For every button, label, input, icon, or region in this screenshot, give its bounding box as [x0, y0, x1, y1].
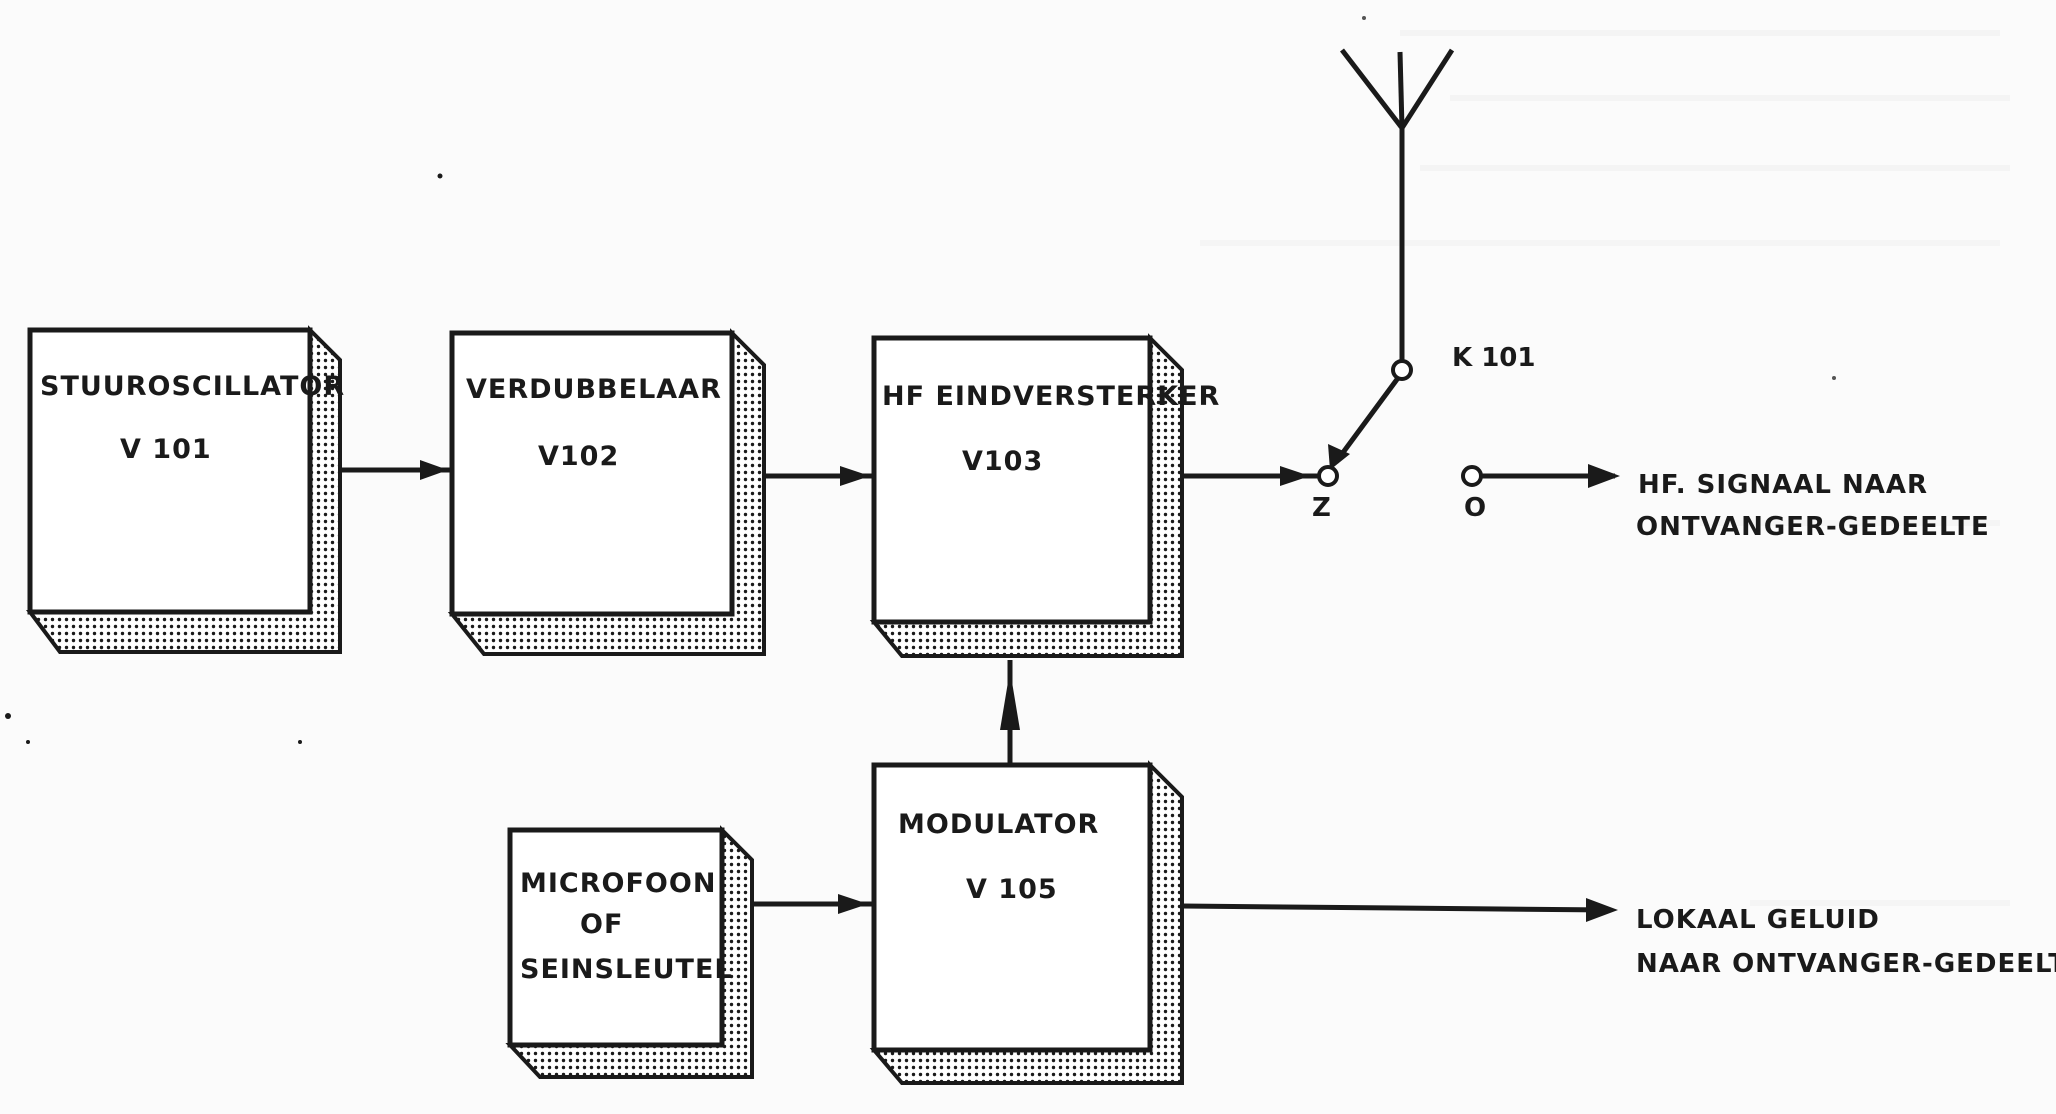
arrow-modulator-to-output — [1181, 898, 1618, 922]
scan-specks — [5, 16, 1836, 744]
arrow-modulator-to-eindversterker — [1000, 660, 1020, 765]
block-code: V 105 — [966, 874, 1058, 905]
arrow-switch-to-hf-output — [1481, 464, 1620, 488]
block-hf-eindversterker: HF EINDVERSTERKER V103 — [869, 333, 1220, 658]
switch-k101: K 101 Z O — [1312, 343, 1535, 523]
block-face — [507, 827, 725, 1048]
block-title: STUUROSCILLATOR — [40, 371, 345, 402]
block-verdubbelaar: VERDUBBELAAR V102 — [447, 328, 766, 656]
switch-pivot — [1391, 359, 1413, 381]
block-face — [871, 335, 1153, 625]
block-microfoon: MICROFOON OF SEINSLEUTEL — [505, 825, 754, 1079]
block-code: V102 — [538, 441, 619, 472]
terminal-z-label: Z — [1312, 493, 1331, 523]
output-hf-line1: HF. SIGNAAL NAAR — [1638, 470, 1928, 500]
output-hf-signal: HF. SIGNAAL NAAR ONTVANGER-GEDEELTE — [1636, 470, 1990, 542]
switch-lever — [1333, 376, 1401, 464]
output-lokaal-line1: LOKAAL GELUID — [1636, 905, 1880, 935]
block-title: MODULATOR — [898, 809, 1099, 840]
block-title-line3: SEINSLEUTEL — [520, 954, 733, 985]
arrow-stuur-to-verdubbelaar — [340, 460, 452, 480]
output-lokaal-geluid: LOKAAL GELUID NAAR ONTVANGER-GEDEELTE — [1636, 905, 2056, 979]
block-title-line2: OF — [580, 909, 623, 940]
switch-contact-arrow — [1328, 444, 1350, 470]
output-lokaal-line2: NAAR ONTVANGER-GEDEELTE — [1636, 949, 2056, 979]
arrow-verdubbelaar-to-eindversterker — [764, 466, 874, 486]
terminal-o — [1461, 465, 1483, 487]
block-stuuroscillator: STUUROSCILLATOR V 101 — [26, 325, 345, 654]
arrow-microfoon-to-modulator — [752, 894, 874, 914]
antenna-icon — [1340, 48, 1455, 366]
block-title: HF EINDVERSTERKER — [882, 381, 1220, 412]
output-hf-line2: ONTVANGER-GEDEELTE — [1636, 512, 1990, 542]
block-face — [871, 762, 1153, 1053]
block-title: VERDUBBELAAR — [466, 374, 722, 405]
block-title-line1: MICROFOON — [520, 868, 716, 899]
block-modulator: MODULATOR V 105 — [869, 760, 1184, 1085]
terminal-z — [1317, 465, 1339, 487]
block-code: V103 — [962, 446, 1043, 477]
switch-label: K 101 — [1452, 343, 1535, 373]
arrow-eindversterker-to-switch — [1182, 466, 1318, 486]
terminal-o-label: O — [1464, 493, 1486, 523]
block-code: V 101 — [120, 434, 212, 465]
block-face — [449, 330, 735, 617]
block-face — [27, 327, 313, 615]
paper-texture — [1200, 30, 2010, 906]
